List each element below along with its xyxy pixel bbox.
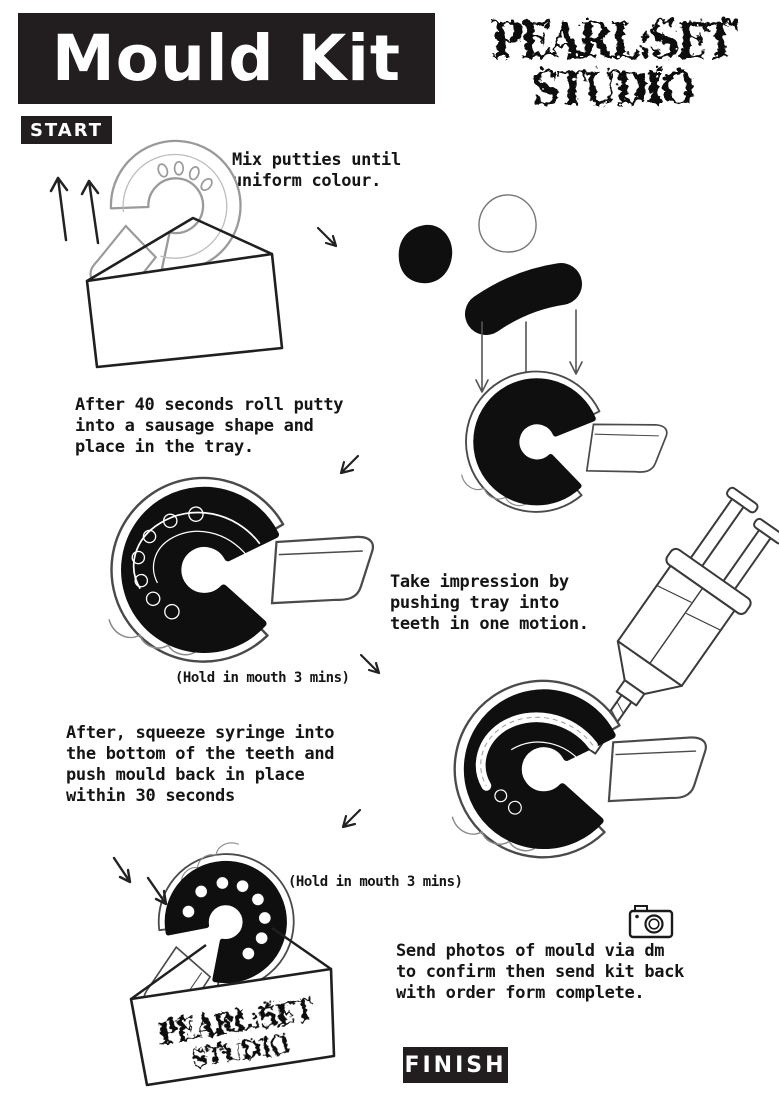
syringe-tray-illustration [442,668,714,880]
title-banner: Mould Kit [18,13,435,104]
step-send-text: Send photos of mould via dm to confirm t… [396,941,685,1003]
step-impression-text: Take impression by pushing tray into tee… [390,572,589,634]
start-label: START [29,119,104,141]
finish-label: FINISH [404,1052,507,1078]
impression-tray-illustration [98,464,381,685]
page-title: Mould Kit [52,22,401,95]
arrow-down-right-icon [316,226,338,248]
finish-badge: FINISH [403,1047,508,1083]
kit-box-sketch: PEARL:SET STUDIO [129,927,336,1087]
empty-tray-sketch [89,139,242,309]
pearlset-studio-logo: PEARL:SET STUDIO [489,7,738,112]
arrow-down-right-icon [359,653,381,675]
black-putty-ball [398,224,453,284]
step-syringe-text: After, squeeze syringe into the bottom o… [66,723,335,806]
kit-box-sketch [85,216,284,369]
step-mix-text: Mix putties until uniform colour. [232,150,401,191]
step-roll-text: After 40 seconds roll putty into a sausa… [75,395,344,457]
white-putty-ball [478,194,537,253]
mould-into-box-illustration: PEARL:SET STUDIO [91,825,336,1087]
syringe-note: (Hold in mouth 3 mins) [288,874,463,890]
logo-line1: PEARL:SET [489,7,735,67]
tray-out-of-box-illustration [49,139,284,369]
putty-blobs-illustration [398,194,582,335]
down-arrows [112,856,168,906]
teeth-marks [131,506,261,620]
impression-note: (Hold in mouth 3 mins) [175,670,350,686]
teeth-marks [494,741,585,815]
arrow-down-left-icon [341,808,362,829]
start-badge: START [21,116,112,144]
arrow-down-left-icon [339,454,360,475]
teeth-impressions [181,876,272,961]
camera-icon [628,905,674,939]
putty-sausage [465,263,582,335]
up-arrows [49,176,100,245]
logo-line2: STUDIO [530,59,691,112]
